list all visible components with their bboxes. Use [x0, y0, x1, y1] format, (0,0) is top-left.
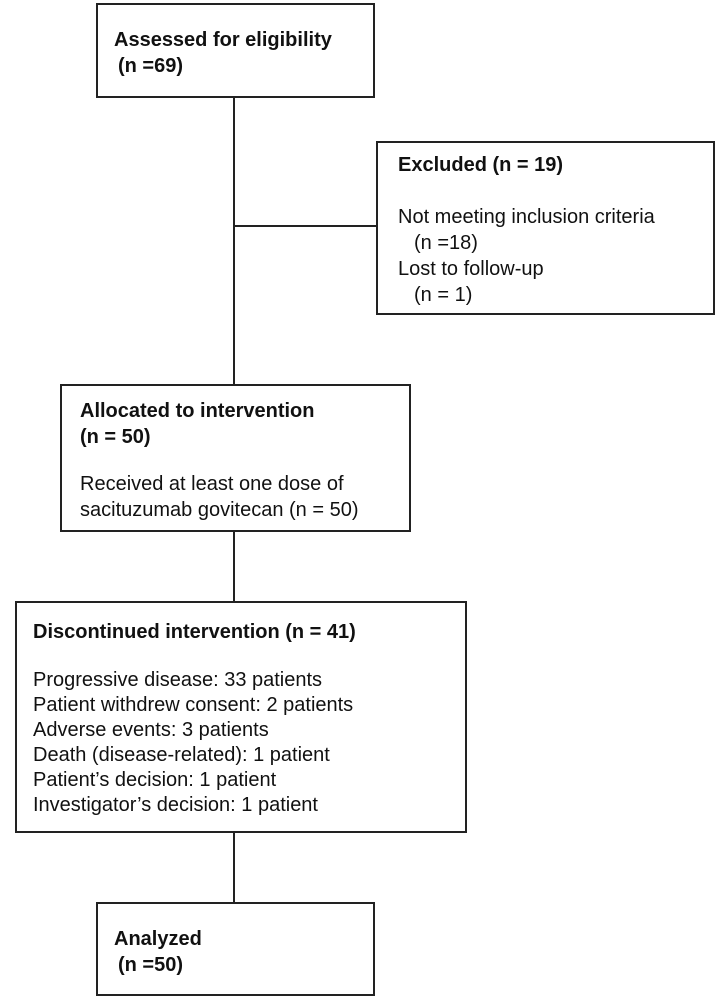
discontinued-reason: Patient withdrew consent: 2 patients	[33, 694, 354, 716]
excluded-reason-count: (n = 1)	[414, 284, 473, 306]
discontinued-reason: Progressive disease: 33 patients	[33, 669, 323, 691]
excluded-reason-label: Not meeting inclusion criteria	[398, 206, 655, 228]
assessed-box: Assessed for eligibility (n =69)	[96, 3, 375, 98]
assessed-title: Assessed for eligibility	[114, 29, 332, 51]
excluded-reason-count: (n =18)	[414, 232, 478, 254]
excluded-title: Excluded (n = 19)	[398, 154, 564, 176]
allocated-box: Allocated to intervention (n = 50) Recei…	[60, 384, 411, 532]
analyzed-title: Analyzed	[114, 928, 202, 950]
discontinued-title: Discontinued intervention (n = 41)	[33, 621, 356, 643]
excluded-box: Excluded (n = 19) Not meeting inclusion …	[376, 141, 715, 315]
discontinued-reason: Patient’s decision: 1 patient	[33, 769, 277, 791]
analyzed-box: Analyzed (n =50)	[96, 902, 375, 996]
connector-assessed-to-allocated	[233, 96, 235, 386]
connector-allocated-to-discontinued	[233, 530, 235, 603]
allocated-detail: Received at least one dose of	[80, 473, 344, 495]
assessed-count: (n =69)	[118, 55, 184, 77]
allocated-title: Allocated to intervention	[80, 400, 315, 422]
connector-to-excluded	[233, 225, 377, 227]
discontinued-reason: Adverse events: 3 patients	[33, 719, 269, 741]
connector-discontinued-to-analyzed	[233, 831, 235, 904]
allocated-count: (n = 50)	[80, 426, 151, 448]
analyzed-count: (n =50)	[118, 954, 184, 976]
discontinued-reason: Death (disease-related): 1 patient	[33, 744, 330, 766]
excluded-reason-label: Lost to follow-up	[398, 258, 544, 280]
discontinued-box: Discontinued intervention (n = 41) Progr…	[15, 601, 467, 833]
allocated-detail: sacituzumab govitecan (n = 50)	[80, 499, 359, 521]
discontinued-reason: Investigator’s decision: 1 patient	[33, 794, 318, 816]
